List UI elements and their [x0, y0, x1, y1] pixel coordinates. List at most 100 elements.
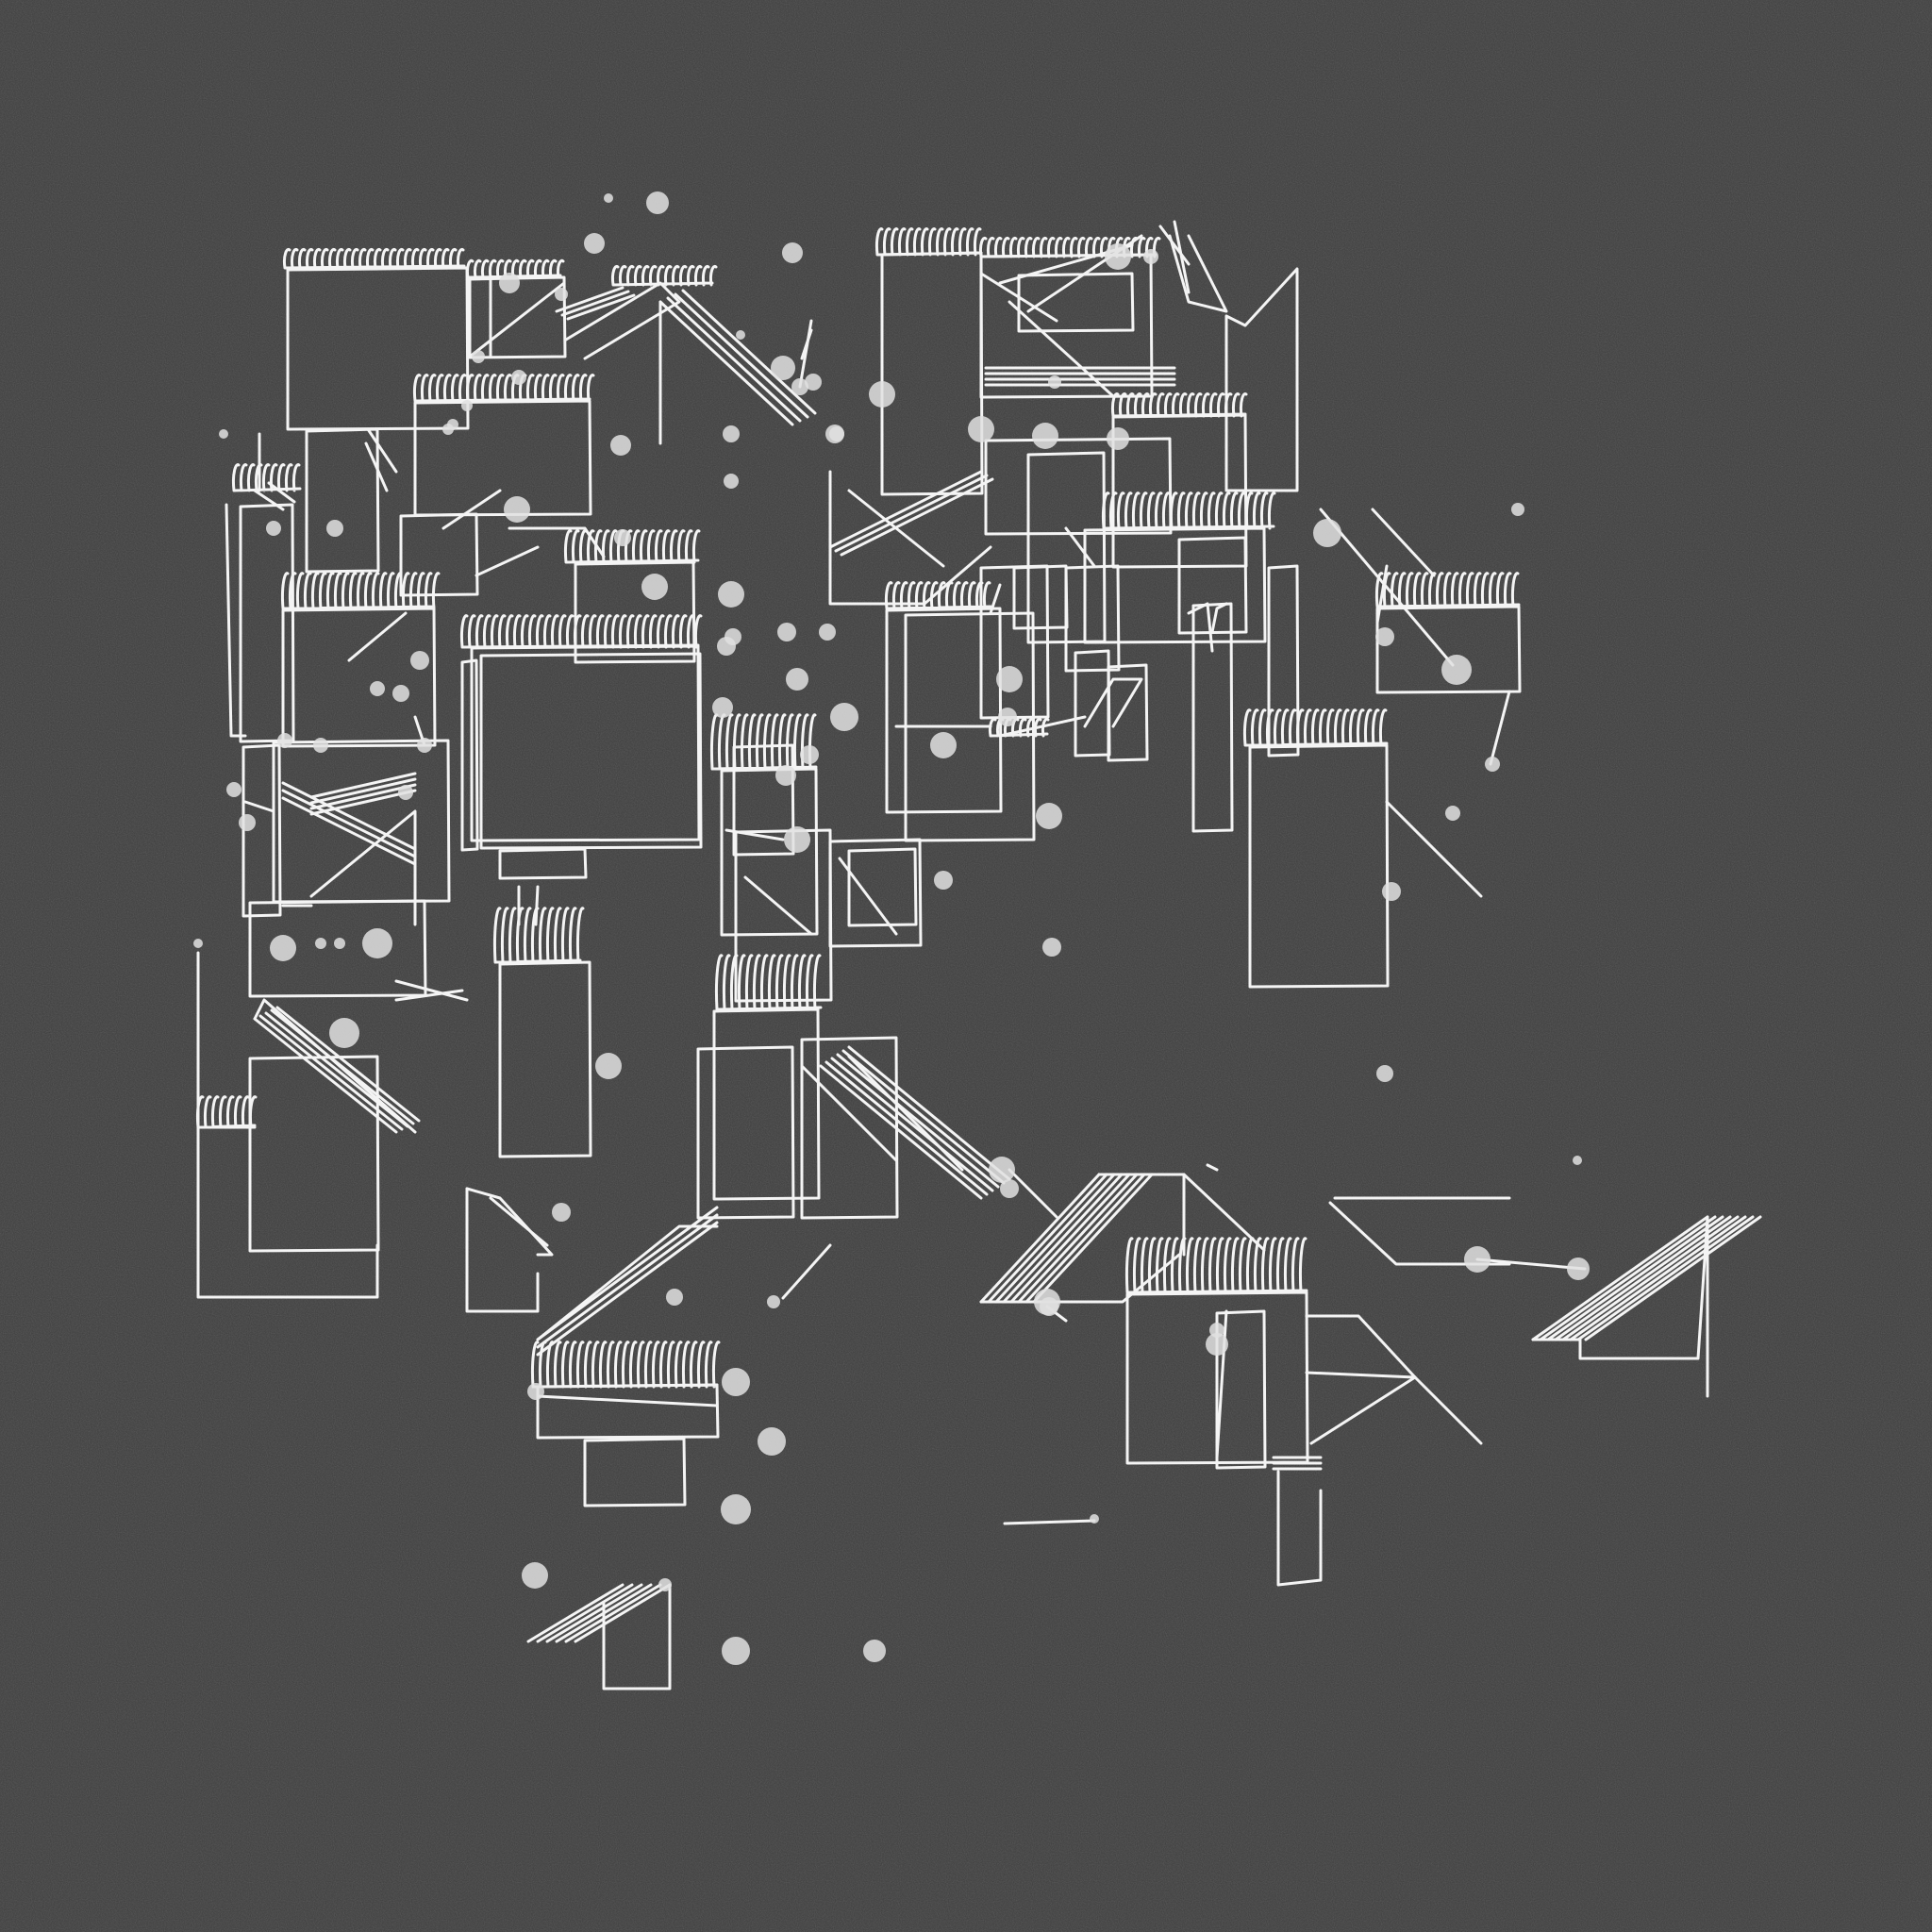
sketch-dot	[724, 628, 741, 645]
sketch-line	[847, 489, 945, 568]
sketch-dot	[1441, 655, 1472, 685]
sketch-line	[534, 885, 540, 926]
sketch-fringe	[281, 572, 441, 610]
sketch-box	[1215, 1309, 1267, 1470]
sketch-dot	[277, 733, 292, 748]
sketch-box	[847, 847, 918, 927]
sketch-dot	[442, 424, 454, 435]
sketch-box	[286, 266, 470, 431]
sketch-dot	[934, 871, 953, 890]
sketch-line	[800, 328, 813, 360]
sketch-dot	[1042, 938, 1061, 957]
sketch-line	[1554, 1215, 1732, 1341]
sketch-line	[475, 545, 540, 577]
sketch-line	[674, 292, 809, 419]
sketch-path	[536, 1224, 719, 1341]
sketch-box	[1012, 564, 1069, 630]
sketch-dot	[791, 378, 808, 395]
sketch-box	[498, 960, 592, 1158]
sketch-line	[564, 1583, 662, 1643]
sketch-dot	[595, 1053, 622, 1079]
sketch-dot	[736, 330, 745, 340]
sketch-dot	[1036, 803, 1062, 829]
sketch-dot	[1313, 519, 1341, 547]
sketch-fringe	[709, 713, 818, 771]
sketch-dot	[1445, 806, 1460, 821]
sketch-dot	[1209, 1323, 1224, 1338]
sketch-line	[243, 800, 275, 813]
sketch-dot	[270, 935, 296, 961]
sketch-line	[566, 293, 636, 321]
sketch-box	[712, 1008, 821, 1201]
sketch-dot	[869, 381, 895, 408]
sketch-line	[743, 875, 813, 936]
sketch-dot	[610, 435, 631, 456]
sketch-dot	[968, 416, 994, 442]
sketch-path	[564, 281, 681, 360]
sketch-dot	[398, 785, 413, 800]
sketch-dot	[1567, 1257, 1590, 1280]
sketch-dot	[718, 581, 744, 608]
sketch-dot	[392, 685, 409, 702]
sketch-box	[399, 512, 479, 597]
sketch-dot	[1511, 503, 1524, 516]
sketch-line	[994, 1173, 1116, 1304]
sketch-line	[394, 989, 464, 1002]
sketch-path	[602, 1583, 672, 1690]
sketch-dot	[1107, 427, 1129, 450]
sketch-line	[536, 1583, 634, 1643]
sketch-box	[470, 644, 701, 842]
sketch-line	[1173, 220, 1191, 294]
sketch-line	[1008, 1168, 1058, 1219]
sketch-line	[840, 477, 994, 557]
sketch-line	[309, 772, 417, 799]
sketch-fringe	[232, 463, 302, 492]
sketch-dot	[522, 1562, 548, 1589]
sketch-dot	[1143, 249, 1158, 264]
sketch-dot	[658, 1578, 672, 1591]
sketch-box	[460, 658, 479, 852]
sketch-dot	[1375, 627, 1394, 646]
sketch-box	[732, 743, 795, 857]
sketch-dot	[829, 426, 844, 441]
sketch-box	[305, 427, 380, 574]
sketch-line	[1385, 800, 1483, 898]
sketch-dot	[552, 1203, 571, 1222]
sketch-line	[1032, 1173, 1154, 1304]
sketch-dot	[767, 1295, 780, 1308]
sketch-dot	[723, 425, 740, 442]
sketch-line	[836, 1053, 1000, 1189]
sketch-line	[441, 489, 502, 530]
sketch-dot	[641, 574, 668, 600]
sketch-line	[536, 1394, 719, 1407]
sketch-line	[536, 1206, 719, 1341]
sketch-dot	[1382, 882, 1401, 901]
sketch-line	[979, 1173, 1101, 1304]
sketch-line	[545, 1583, 643, 1643]
sketch-line	[1003, 1519, 1096, 1525]
sketch-line	[989, 583, 1002, 615]
sketch-path	[1531, 1215, 1709, 1398]
sketch-line	[841, 1049, 1006, 1185]
sketch-dot	[555, 288, 568, 301]
sketch-dot	[989, 1157, 1015, 1183]
sketch-dot	[604, 193, 613, 203]
sketch-box	[1064, 564, 1121, 673]
sketch-dot	[1034, 1289, 1060, 1315]
sketch-path	[1210, 602, 1228, 634]
sketch-line	[666, 296, 802, 423]
sketch-path	[508, 526, 606, 558]
sketch-line	[781, 1243, 832, 1300]
sketch-line	[1319, 508, 1455, 667]
sketch-dot	[722, 1368, 750, 1396]
sketch-box	[536, 1383, 720, 1440]
sketch-line	[267, 481, 296, 504]
sketch-box	[413, 399, 592, 517]
sketch-line	[281, 789, 417, 858]
sketch-box	[242, 743, 282, 918]
sketch-dot	[410, 651, 429, 670]
sketch-box	[1191, 602, 1234, 833]
sketch-fringe	[1102, 491, 1276, 530]
sketch-dot	[472, 350, 485, 363]
